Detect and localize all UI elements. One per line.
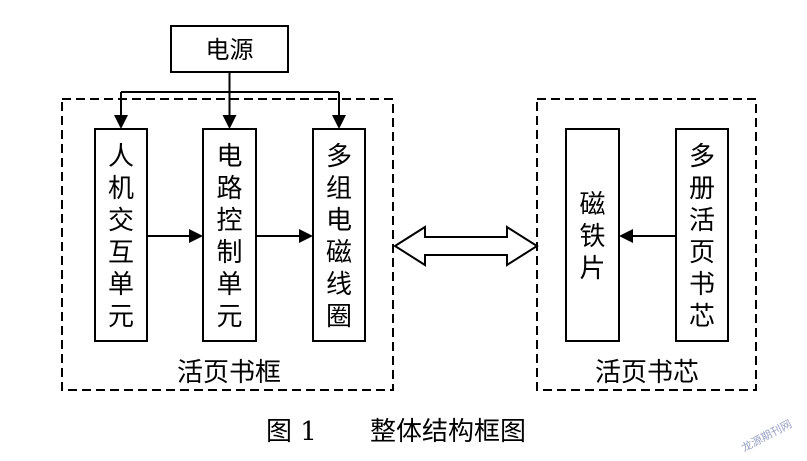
unit-box-circuit xyxy=(202,128,257,342)
unit-label-hci: 人机交互单元 xyxy=(108,142,134,332)
core-group-border xyxy=(536,98,757,391)
core-group-label: 活页书芯 xyxy=(595,358,699,388)
unit-box-coils xyxy=(312,128,366,342)
power-distribution-lines xyxy=(114,72,346,129)
figure-title: 整体结构框图 xyxy=(370,417,526,447)
unit-label-circuit: 电路控制单元 xyxy=(216,142,242,332)
watermark: 龙源期刊网 xyxy=(739,416,794,454)
unit-label-pages: 多册活页书芯 xyxy=(689,142,715,332)
pages-to-magnet-arrowhead xyxy=(619,229,633,243)
unit-label-magnet: 磁铁片 xyxy=(579,190,605,284)
power-label: 电源 xyxy=(206,36,254,64)
unit-box-magnet xyxy=(565,128,620,342)
magnetic-interaction-arrow xyxy=(393,225,539,267)
arrow-to-coils xyxy=(332,115,346,129)
hci-to-circuit-arrowhead xyxy=(189,229,203,243)
frame-group-border xyxy=(61,98,394,391)
arrow-to-hci xyxy=(114,115,128,129)
unit-label-coils: 多组电磁线圈 xyxy=(326,142,352,332)
frame-group-label: 活页书框 xyxy=(177,358,281,388)
unit-box-pages xyxy=(675,128,729,342)
power-box xyxy=(170,25,289,73)
circuit-to-coils-arrowhead xyxy=(299,229,313,243)
arrow-to-circuit xyxy=(222,115,237,129)
figure-number: 图 1 xyxy=(266,417,317,447)
